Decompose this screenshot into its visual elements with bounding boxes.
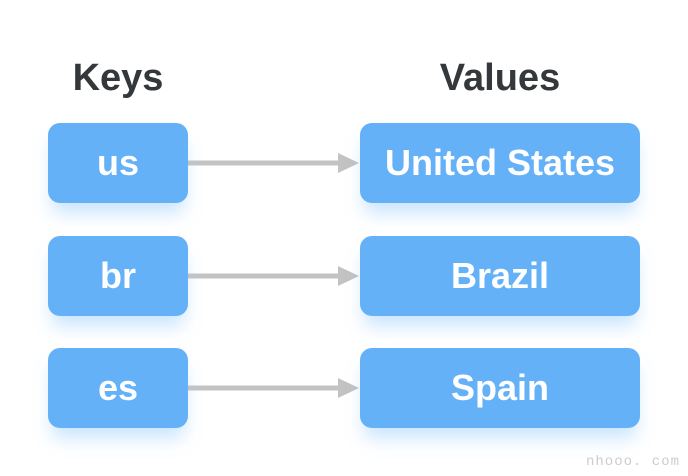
arrow-head-icon: [338, 378, 359, 398]
value-label: Brazil: [450, 255, 550, 296]
value-box-united-states: United States: [360, 123, 640, 203]
key-box-br: br: [48, 236, 188, 316]
arrow-es-to-spain: [188, 378, 359, 398]
key-label: us: [96, 142, 139, 183]
arrow-head-icon: [338, 153, 359, 173]
key-box-es: es: [48, 348, 188, 428]
value-label: Spain: [450, 367, 549, 408]
watermark: nhooo. com: [585, 454, 680, 470]
key-label: br: [100, 255, 136, 296]
value-label: United States: [384, 142, 616, 183]
arrow-head-icon: [338, 266, 359, 286]
values-column-heading: Values: [439, 57, 561, 99]
key-box-us: us: [48, 123, 188, 203]
value-box-spain: Spain: [360, 348, 640, 428]
keys-column-heading: Keys: [72, 57, 164, 99]
key-label: es: [97, 367, 139, 408]
arrow-us-to-united-states: [188, 153, 359, 173]
value-box-brazil: Brazil: [360, 236, 640, 316]
arrow-br-to-brazil: [188, 266, 359, 286]
